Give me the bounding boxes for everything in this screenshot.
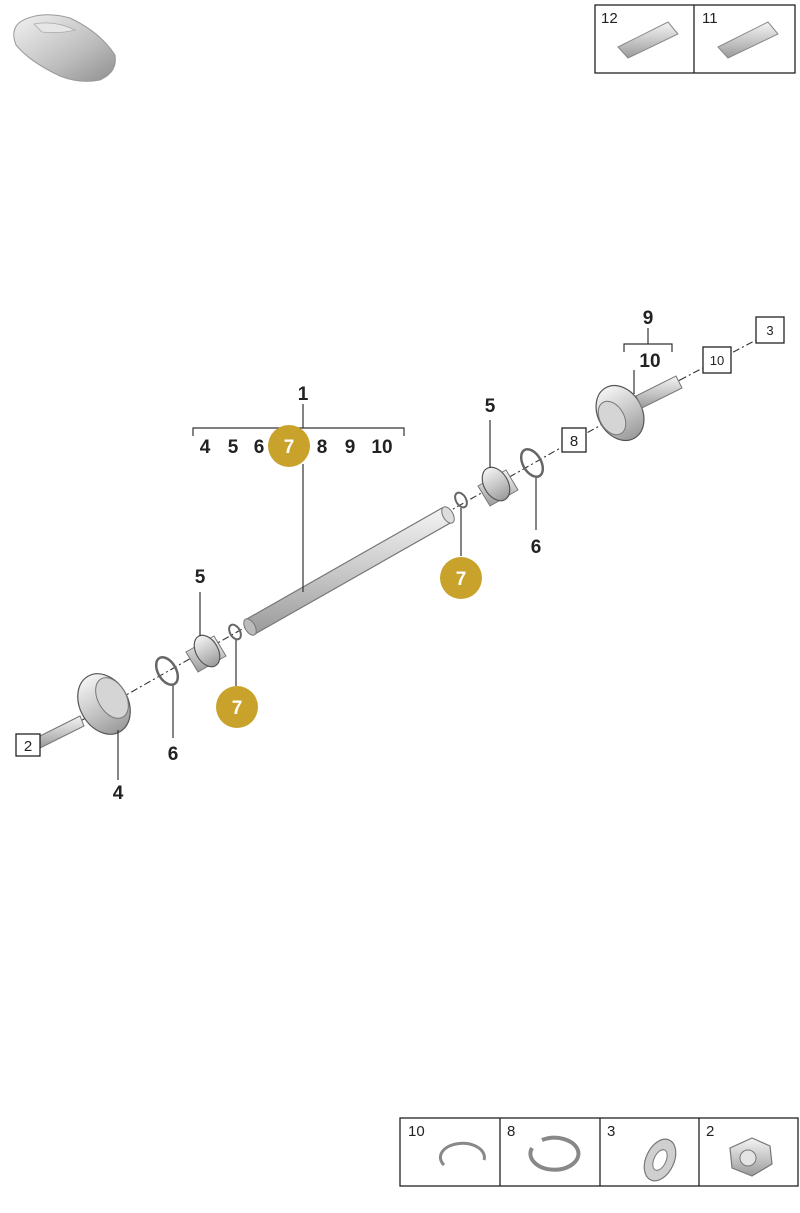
group-member: 6 [254, 437, 265, 458]
callout-ring-right: 6 [531, 537, 542, 558]
group-member: 4 [200, 437, 211, 458]
grease-tube-icon [717, 21, 779, 59]
ref-box-washer: 3 [755, 316, 785, 344]
svg-text:3: 3 [766, 323, 773, 338]
badge-right-number: 7 [456, 569, 467, 590]
assembly-axis [39, 379, 681, 745]
callout-joint-left: 4 [113, 783, 124, 804]
svg-text:10: 10 [710, 353, 724, 368]
badge-right [440, 557, 482, 599]
snap-ring-right [454, 491, 468, 509]
group-member: 9 [345, 437, 356, 458]
hex-nut-icon [729, 1137, 773, 1177]
ref-box-nut: 2 [15, 733, 41, 757]
group-member: 5 [228, 437, 239, 458]
bottom-inset-number: 10 [408, 1123, 425, 1140]
bottom-inset: 10 8 3 2 [399, 1117, 799, 1187]
svg-text:8: 8 [570, 433, 578, 450]
drive-shaft [243, 506, 455, 636]
badge-left-number: 7 [232, 698, 243, 719]
svg-text:2: 2 [24, 738, 32, 755]
top-inset-number: 11 [702, 10, 718, 27]
group-badge [268, 425, 310, 467]
boot-left [185, 634, 227, 673]
group-member: 8 [317, 437, 328, 458]
bottom-inset-number: 2 [706, 1123, 714, 1140]
top-inset-number: 12 [601, 10, 618, 27]
bottom-inset-number: 8 [507, 1123, 515, 1140]
callout-ring-left: 6 [168, 744, 179, 765]
group-badge-number: 7 [284, 437, 295, 458]
sub-group-label: 9 [643, 308, 654, 329]
bottom-inset-number: 3 [607, 1123, 615, 1140]
lock-washer-icon [643, 1138, 677, 1182]
top-inset: 12 11 [594, 4, 796, 74]
outer-joint-left [35, 673, 131, 749]
vehicle-thumbnail-icon [13, 14, 116, 82]
retaining-ring-icon [438, 1141, 486, 1167]
sub-group-member: 10 [639, 351, 660, 372]
group-member: 10 [371, 437, 392, 458]
circlip-icon [528, 1135, 581, 1172]
ref-box-retaining-ring: 10 [702, 346, 732, 374]
callout-boot-right: 5 [485, 396, 496, 417]
boot-right [477, 466, 519, 507]
ring-right [519, 448, 545, 478]
ring-left [154, 656, 180, 686]
group-label: 1 [298, 384, 309, 405]
badge-left [216, 686, 258, 728]
snap-ring-left [228, 623, 242, 641]
ref-box-circlip: 8 [561, 427, 587, 453]
grease-tube-icon [617, 21, 679, 59]
outer-joint-right [595, 375, 683, 442]
callout-boot-left: 5 [195, 567, 206, 588]
